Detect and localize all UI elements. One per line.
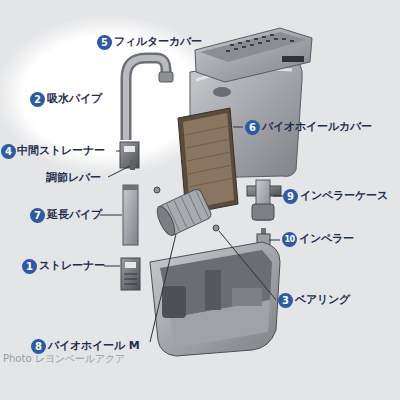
callout-number: 5: [97, 35, 112, 50]
part-name: 調節レバー: [46, 170, 101, 186]
callout-number: 4: [1, 144, 16, 159]
callout-number: 9: [283, 189, 298, 204]
callout-number: 2: [30, 92, 45, 107]
part-name: ベアリング: [295, 292, 350, 308]
part-name: インペラーケース: [300, 188, 388, 204]
part-name: 吸水パイプ: [47, 91, 102, 107]
part-name: バイオホイール M: [48, 338, 140, 354]
callout-number: 10: [282, 232, 297, 247]
part-name: インペラー: [299, 231, 354, 247]
watermark: Photo レヨンベールアクア: [3, 352, 125, 366]
callout-number: 7: [30, 208, 45, 223]
part-name: フィルターカバー: [114, 34, 202, 50]
part-name: ストレーナー: [39, 258, 105, 274]
part-name: 中間ストレーナー: [17, 143, 105, 159]
part-name: バイオホイールカバー: [262, 119, 372, 135]
callout-number: 1: [22, 259, 37, 274]
callout-number: 6: [245, 120, 260, 135]
callout-number: 3: [278, 293, 293, 308]
part-name: 延長パイプ: [47, 207, 102, 223]
callout-number: 8: [31, 339, 46, 354]
